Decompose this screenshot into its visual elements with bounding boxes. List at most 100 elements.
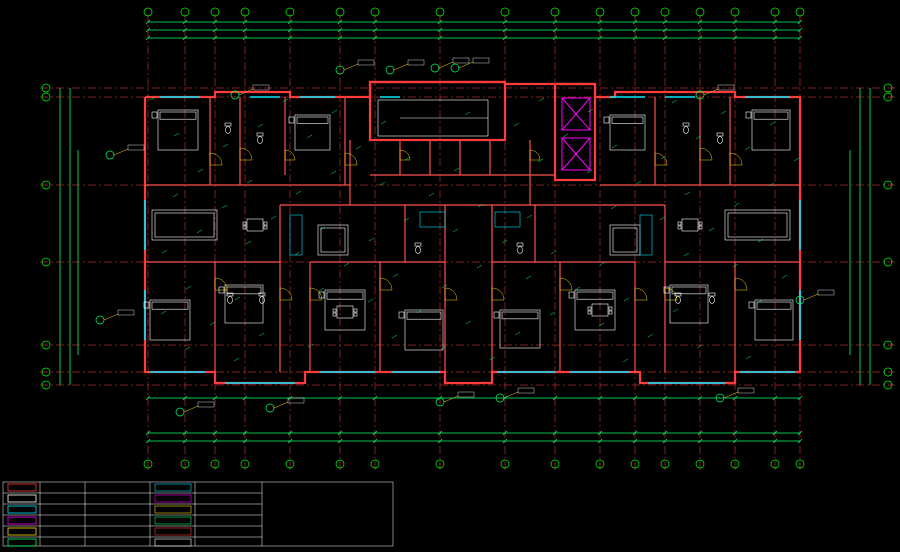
door-swing-icon — [699, 147, 713, 161]
dimension-tick — [797, 19, 803, 25]
kitchen-counter — [289, 214, 303, 256]
annotation-leader — [587, 108, 594, 113]
annotation-leader — [598, 322, 605, 327]
legend-swatch — [7, 527, 37, 536]
dimension-tick — [697, 395, 703, 401]
annotation-leader — [197, 168, 204, 173]
tag-leader — [238, 88, 254, 96]
legend-swatches — [7, 483, 192, 547]
bed-icon — [294, 114, 331, 151]
toilet-icon — [415, 246, 421, 254]
axis-bubble-icon — [770, 459, 780, 469]
door-swing-icon — [379, 277, 393, 291]
annotation-leader — [465, 320, 472, 325]
chair — [587, 310, 592, 315]
dimension-tick — [145, 19, 151, 25]
toilet-tank — [224, 122, 232, 127]
dimension-tick — [797, 430, 803, 436]
tag-box — [452, 57, 470, 64]
tag-leader — [343, 63, 359, 71]
dimension-tick — [662, 395, 668, 401]
axis-bubble-icon — [695, 459, 705, 469]
dimension-tick — [797, 438, 803, 444]
toilet-tank — [226, 292, 234, 297]
annotation-leader — [733, 202, 740, 207]
annotation-leader — [233, 357, 240, 362]
dimension-tick — [437, 430, 443, 436]
annotation-leader — [282, 98, 289, 103]
dimension-tick — [552, 430, 558, 436]
dimension-tick — [772, 395, 778, 401]
dimension-tick — [242, 19, 248, 25]
dimension-tick — [732, 430, 738, 436]
axis-bubble-icon — [595, 7, 605, 17]
toilet-icon — [683, 126, 689, 134]
dimension-tick — [242, 27, 248, 33]
dimension-tick — [182, 19, 188, 25]
dimension-tick — [212, 27, 218, 33]
dimension-tick — [662, 430, 668, 436]
exterior-walls — [143, 80, 802, 385]
axis-bubble-icon — [370, 7, 380, 17]
axis-bubble-icon — [630, 459, 640, 469]
dimension-tick — [732, 35, 738, 41]
annotation-leader — [234, 296, 241, 301]
axis-bubble-icon — [285, 459, 295, 469]
dimension-tick — [597, 35, 603, 41]
dimension-tick — [632, 430, 638, 436]
dimension-tick — [552, 395, 558, 401]
legend-swatch — [154, 516, 192, 525]
chair — [698, 225, 703, 230]
dimension-tick — [337, 430, 343, 436]
dimension-tick — [182, 35, 188, 41]
elevator-cross-icon — [561, 137, 591, 171]
axis-bubble-icon — [143, 459, 153, 469]
axis-bubble-icon — [500, 459, 510, 469]
annotation-leader — [513, 122, 520, 127]
toilet-tank — [258, 292, 266, 297]
stair-well — [377, 99, 489, 137]
dimension-tick — [502, 35, 508, 41]
annotation-leader — [744, 146, 751, 151]
axis-bubble-icon — [550, 7, 560, 17]
annotation-leader — [683, 252, 690, 257]
toilet-icon — [257, 136, 263, 144]
dimension-tick — [772, 430, 778, 436]
annotation-leader — [307, 343, 314, 348]
dimension-tick — [732, 19, 738, 25]
dimension-tick — [145, 27, 151, 33]
annotation-leader — [368, 237, 375, 242]
dimension-tick — [502, 438, 508, 444]
bed-icon — [609, 114, 646, 151]
annotation-leader — [184, 346, 191, 351]
chair — [332, 312, 337, 317]
dimension-tick — [182, 438, 188, 444]
axis-bubble-icon — [435, 7, 445, 17]
legend-swatch — [154, 494, 192, 503]
dimension-tick — [242, 438, 248, 444]
annotation-leader — [514, 331, 521, 336]
annotation-leader — [781, 274, 788, 279]
nightstand — [288, 116, 295, 124]
dimension-tick — [182, 430, 188, 436]
annotation-leader — [757, 238, 764, 243]
bed-icon — [754, 299, 794, 341]
door-swing-icon — [729, 152, 743, 166]
dimension-tick — [597, 27, 603, 33]
annotation-leader — [610, 205, 617, 210]
dimension-tick — [372, 430, 378, 436]
dimension-tick — [372, 27, 378, 33]
axis-bubbles — [41, 7, 893, 469]
dining-table-icon — [591, 303, 609, 317]
axis-bubble-icon — [335, 459, 345, 469]
bed-icon — [669, 284, 709, 324]
dimension-tick — [372, 395, 378, 401]
axis-bubble-icon — [240, 7, 250, 17]
annotation-leader — [562, 133, 569, 138]
chair — [608, 306, 613, 311]
annotation-leader — [222, 143, 229, 148]
dimension-tick — [372, 19, 378, 25]
annotation-leader — [172, 193, 179, 198]
sofa-cushion — [154, 212, 215, 238]
axis-bubble-icon — [883, 257, 893, 267]
